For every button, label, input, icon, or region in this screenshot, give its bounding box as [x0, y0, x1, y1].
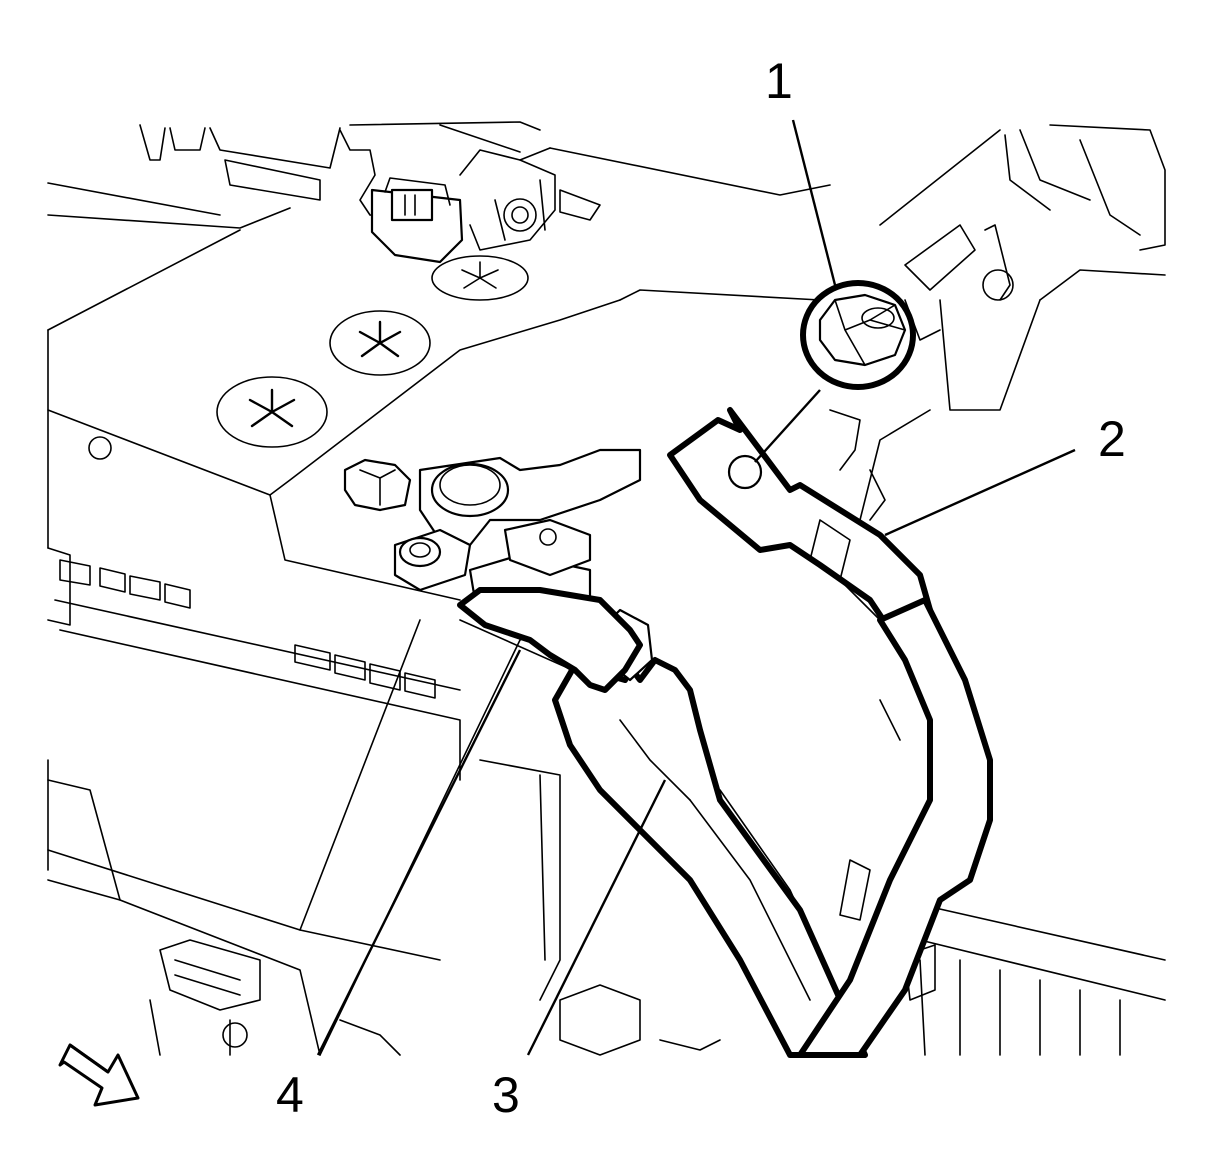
- front-arrow-icon: [58, 1043, 140, 1107]
- battery-body: [47, 147, 831, 1056]
- lower-components: [149, 859, 1166, 1056]
- callout-4: 4: [276, 1067, 304, 1123]
- top-bracket-assembly: [139, 121, 601, 264]
- hex-nut: [800, 280, 916, 390]
- right-side-structure: [829, 124, 1166, 521]
- battery-cable: [457, 407, 993, 1058]
- leader-lines: [316, 119, 1076, 1056]
- callout-1: 1: [765, 53, 793, 109]
- callout-labels: 1 2 3 4: [276, 53, 1126, 1123]
- callout-2: 2: [1098, 411, 1126, 467]
- callout-3: 3: [492, 1067, 520, 1123]
- wrench: [552, 608, 868, 1058]
